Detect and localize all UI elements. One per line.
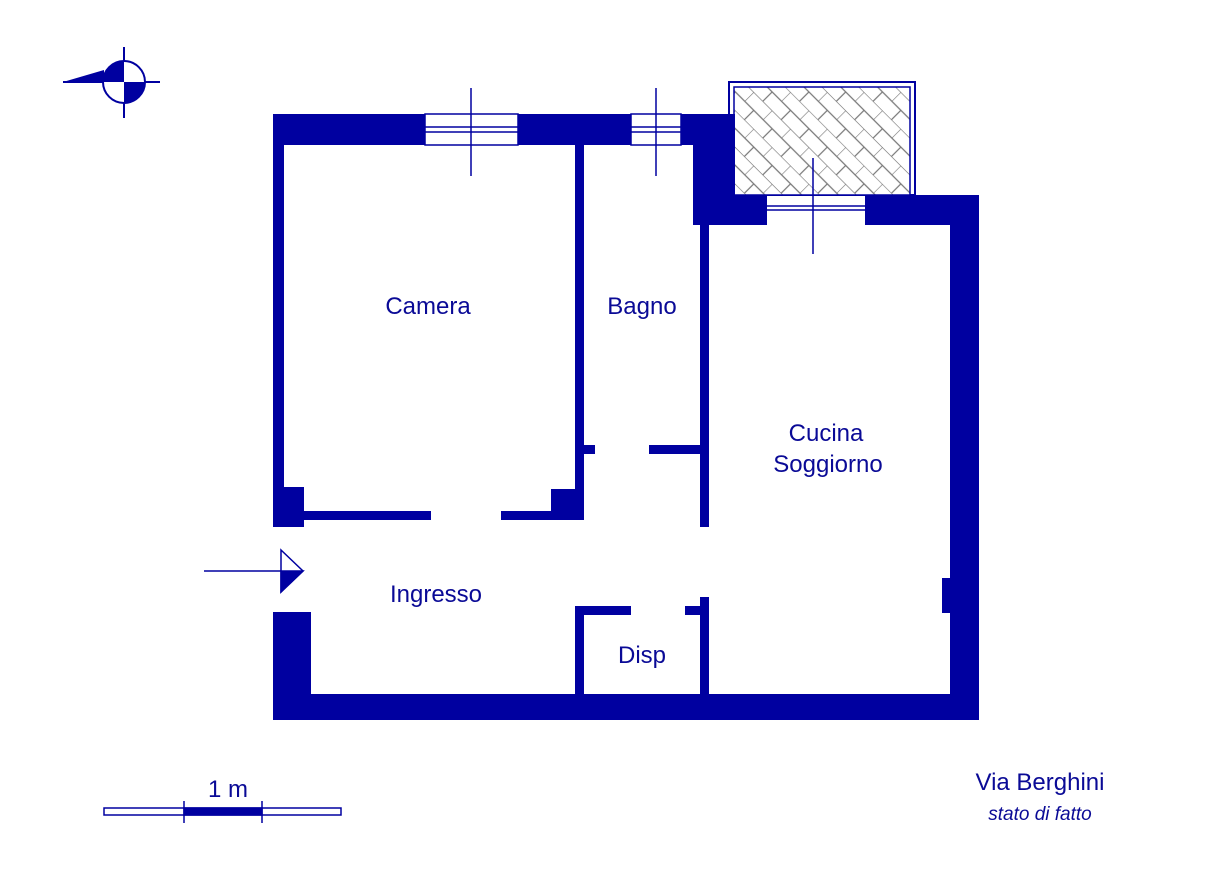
window-camera bbox=[424, 88, 519, 176]
room-label-ingresso: Ingresso bbox=[390, 581, 482, 608]
entry-arrow-icon bbox=[204, 548, 305, 594]
room-label-disp: Disp bbox=[618, 642, 666, 669]
room-label-bagno: Bagno bbox=[607, 293, 676, 320]
address-title: Via Berghini bbox=[976, 769, 1105, 796]
room-label-soggiorno: Soggiorno bbox=[773, 451, 882, 478]
window-bagno bbox=[630, 88, 682, 176]
balcony bbox=[728, 81, 916, 196]
north-compass-icon bbox=[63, 47, 160, 118]
windows bbox=[424, 88, 865, 254]
plan-subtitle: stato di fatto bbox=[988, 804, 1092, 825]
walls bbox=[273, 114, 979, 720]
window-cucina bbox=[767, 158, 865, 254]
room-label-camera: Camera bbox=[385, 293, 471, 320]
scale-label: 1 m bbox=[208, 776, 248, 803]
scale-bar bbox=[103, 801, 342, 823]
room-label-cucina: Cucina bbox=[789, 420, 864, 447]
